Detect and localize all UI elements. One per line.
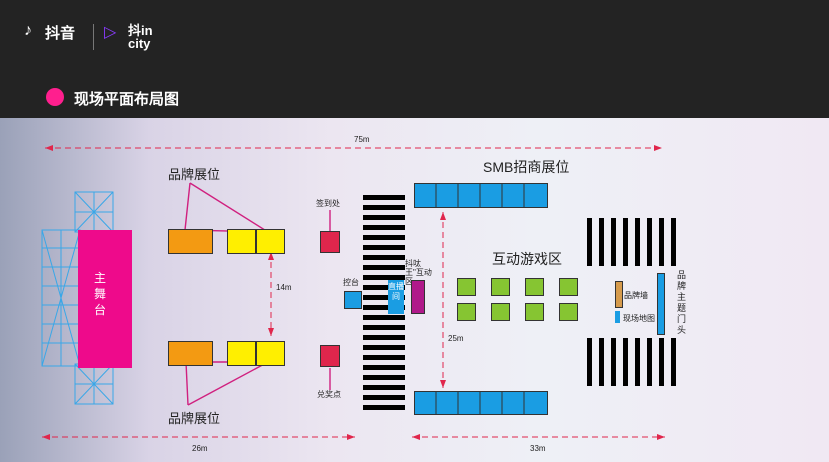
brand-booth-orange-top xyxy=(168,229,213,254)
site-map-board xyxy=(615,311,620,323)
game-booth-2 xyxy=(491,278,510,296)
logo-divider xyxy=(93,24,94,50)
total-width-dimension: 75m xyxy=(354,135,370,144)
brand-booth-orange-bottom xyxy=(168,341,213,366)
brand-name: 抖音 xyxy=(45,25,76,42)
page-title: 现场平面布局图 xyxy=(74,91,180,108)
brand-wall xyxy=(615,281,623,308)
partner-logo-icon: ▷ xyxy=(104,24,117,41)
brand-booth-yellow-bottom-1 xyxy=(227,341,256,366)
game-booth-8 xyxy=(559,303,578,321)
game-area-label: 互动游戏区 xyxy=(492,251,562,267)
smb-label: SMB招商展位 xyxy=(483,159,570,175)
booth-gap-dimension: 14m xyxy=(276,283,292,292)
redeem-label: 兑奖点 xyxy=(317,390,341,399)
game-booth-5 xyxy=(457,303,476,321)
main-stage xyxy=(78,230,132,368)
control-desk xyxy=(344,291,362,309)
brand-booth-yellow-top-2 xyxy=(256,229,285,254)
douyin-logo-icon: ♪ xyxy=(24,22,32,39)
brand-booth-yellow-top-1 xyxy=(227,229,256,254)
brand-booth-top-label: 品牌展位 xyxy=(168,167,221,182)
depth-dimension: 25m xyxy=(448,334,464,343)
game-booth-6 xyxy=(491,303,510,321)
brand-booth-bottom-label: 品牌展位 xyxy=(168,411,221,426)
partner-logo: 抖in city xyxy=(128,23,153,51)
site-map-label: 现场地图 xyxy=(623,314,655,323)
game-booth-4 xyxy=(559,278,578,296)
brand-gate-label: 品牌主题门头 xyxy=(677,270,687,335)
brand-wall-label: 品牌墙 xyxy=(624,291,648,300)
brand-booth-yellow-bottom-2 xyxy=(256,341,285,366)
douyin-king-zone xyxy=(411,280,425,314)
control-label: 控台 xyxy=(343,278,359,287)
header-bar: ♪ 抖音 ▷ 抖in city 现场平面布局图 xyxy=(0,0,829,118)
right-width-dimension: 33m xyxy=(530,444,546,453)
signin-label: 签到处 xyxy=(316,199,340,208)
signin-desk xyxy=(320,231,340,253)
title-bullet-icon xyxy=(46,88,64,106)
brand-gate xyxy=(657,273,665,335)
game-booth-1 xyxy=(457,278,476,296)
game-booth-3 xyxy=(525,278,544,296)
main-stage-label: 主舞台 xyxy=(93,271,106,317)
redeem-desk xyxy=(320,345,340,367)
game-booth-7 xyxy=(525,303,544,321)
left-width-dimension: 26m xyxy=(192,444,208,453)
live-room: 直播间 xyxy=(388,280,404,314)
douyin-king-label: 抖呔王"互动区 xyxy=(405,259,432,286)
